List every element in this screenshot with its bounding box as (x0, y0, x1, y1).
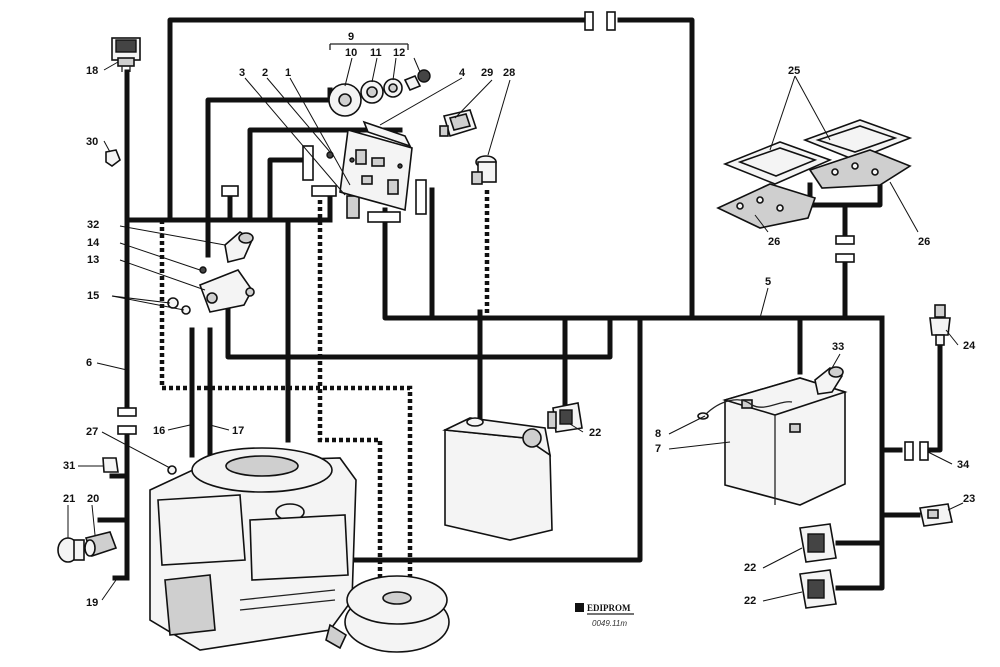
harness-plates (716, 119, 913, 229)
label-22-upper: 22 (744, 562, 756, 574)
label-27: 27 (86, 426, 98, 438)
label-34: 34 (957, 459, 970, 471)
sensor-28 (471, 155, 497, 185)
label-30: 30 (86, 136, 98, 148)
strip-4 (362, 120, 412, 148)
sender-24 (929, 304, 951, 346)
engine (149, 447, 357, 651)
drawing-code: 0049.11m (592, 619, 627, 628)
dotted-wires (159, 190, 490, 580)
logo-text: EDIPROM (587, 603, 631, 613)
connectors (117, 11, 929, 461)
label-10: 10 (345, 47, 357, 59)
relay-29 (439, 109, 478, 138)
leader-lines (67, 57, 964, 602)
label-31: 31 (63, 460, 75, 472)
label-12: 12 (393, 47, 405, 59)
callout-labels: 9 10 11 12 3 2 1 4 29 28 18 30 32 14 13 … (63, 31, 976, 609)
pto-clutch (325, 575, 450, 653)
ediprom-logo-icon (575, 603, 584, 612)
label-20: 20 (87, 493, 99, 505)
fuse-23 (919, 503, 953, 527)
solenoid-13 (198, 269, 255, 313)
switch-22-middle (547, 402, 583, 433)
switch-18 (111, 37, 141, 72)
switch-22-lower (799, 569, 837, 609)
label-7: 7 (655, 443, 661, 455)
label-19: 19 (86, 597, 98, 609)
label-22-lower: 22 (744, 595, 756, 607)
label-16: 16 (153, 425, 165, 437)
label-24: 24 (963, 340, 976, 352)
label-23: 23 (963, 493, 975, 505)
label-1: 1 (285, 67, 291, 79)
label-9: 9 (348, 31, 354, 43)
label-14: 14 (87, 237, 100, 249)
battery (722, 377, 848, 506)
label-26-right: 26 (918, 236, 930, 248)
label-32: 32 (87, 219, 99, 231)
label-22-middle: 22 (589, 427, 601, 439)
label-3: 3 (239, 67, 245, 79)
label-33: 33 (832, 341, 844, 353)
label-18: 18 (86, 65, 98, 77)
nuts-15 (167, 297, 191, 315)
cap-32 (224, 230, 254, 263)
label-28: 28 (503, 67, 515, 79)
label-25: 25 (788, 65, 800, 77)
fuel-tank (442, 417, 553, 541)
clip-31 (102, 457, 119, 473)
cap-33 (814, 366, 844, 395)
label-15: 15 (87, 290, 99, 302)
publisher-mark: EDIPROM 0049.11m (575, 603, 634, 628)
label-6: 6 (86, 357, 92, 369)
label-5: 5 (765, 276, 771, 288)
label-4: 4 (459, 67, 466, 79)
clip-30 (105, 149, 121, 167)
label-2: 2 (262, 67, 268, 79)
label-8: 8 (655, 428, 661, 440)
label-21: 21 (63, 493, 75, 505)
wire-8 (697, 399, 793, 420)
label-11: 11 (370, 47, 382, 59)
bulb-holder-20 (84, 531, 118, 558)
screw-14 (199, 266, 207, 274)
label-17: 17 (232, 425, 244, 437)
label-26-left: 26 (768, 236, 780, 248)
wiring-harness (97, 17, 943, 591)
label-29: 29 (481, 67, 493, 79)
switch-22-upper (799, 523, 837, 563)
label-13: 13 (87, 254, 99, 266)
bulb-21 (57, 537, 85, 563)
